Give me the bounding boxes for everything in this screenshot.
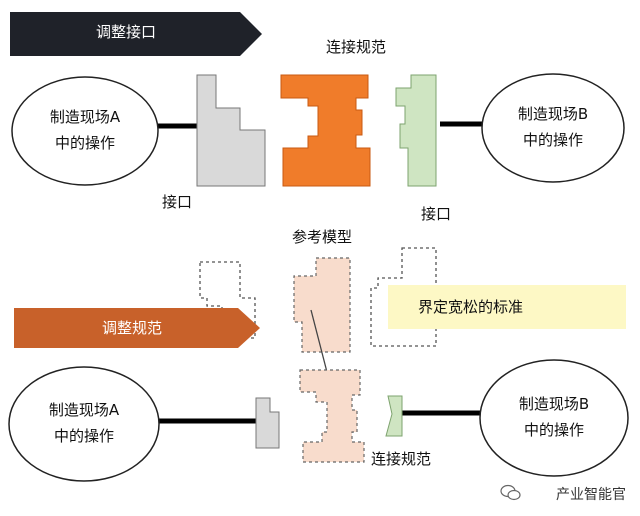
top-left-interface-label: 接口 bbox=[162, 193, 193, 211]
bottom-left-ellipse-line2: 中的操作 bbox=[53, 427, 114, 445]
top-left-interface bbox=[196, 74, 266, 187]
top-left-ellipse bbox=[11, 76, 159, 186]
bottom-right-ellipse-line2: 中的操作 bbox=[523, 421, 584, 439]
bottom-banner-label: 调整规范 bbox=[102, 319, 163, 337]
bottom-connector-label: 连接规范 bbox=[371, 450, 432, 468]
top-right-ellipse bbox=[481, 73, 625, 183]
wechat-icon bbox=[500, 484, 521, 501]
reference-model-label: 参考模型 bbox=[292, 228, 353, 246]
bottom-right-ellipse-text: 制造现场B 中的操作 bbox=[494, 391, 614, 443]
watermark: 产业智能官 bbox=[556, 484, 626, 504]
top-left-ellipse-line2: 中的操作 bbox=[54, 134, 115, 152]
bottom-banner-shape bbox=[14, 308, 260, 348]
reference-model bbox=[293, 257, 351, 353]
bottom-right-interface bbox=[385, 395, 403, 437]
top-right-interface bbox=[395, 74, 437, 187]
bottom-left-interface bbox=[255, 397, 280, 449]
bottom-right-ellipse bbox=[479, 359, 629, 477]
bottom-right-ellipse-line1: 制造现场B bbox=[518, 395, 590, 413]
top-left-ellipse-text: 制造现场A 中的操作 bbox=[25, 104, 145, 156]
bottom-left-ellipse-text: 制造现场A 中的操作 bbox=[24, 397, 144, 449]
top-right-ellipse-text: 制造现场B 中的操作 bbox=[493, 101, 613, 153]
dashed-right-outline bbox=[370, 247, 437, 347]
bottom-left-ellipse bbox=[8, 366, 160, 482]
bottom-connector bbox=[299, 369, 365, 463]
top-connector bbox=[280, 74, 371, 187]
bottom-left-ellipse-line1: 制造现场A bbox=[48, 401, 120, 419]
top-right-ellipse-line1: 制造现场B bbox=[517, 105, 589, 123]
loose-standard-note: 界定宽松的标准 bbox=[388, 285, 626, 329]
top-right-ellipse-line2: 中的操作 bbox=[522, 131, 583, 149]
top-connector-label: 连接规范 bbox=[326, 38, 387, 56]
watermark-text: 产业智能官 bbox=[556, 487, 626, 503]
top-banner-label: 调整接口 bbox=[96, 23, 157, 41]
reference-arrow bbox=[310, 309, 329, 377]
top-right-interface-label: 接口 bbox=[421, 205, 452, 223]
top-banner-shape bbox=[10, 12, 262, 56]
top-left-ellipse-line1: 制造现场A bbox=[49, 108, 121, 126]
